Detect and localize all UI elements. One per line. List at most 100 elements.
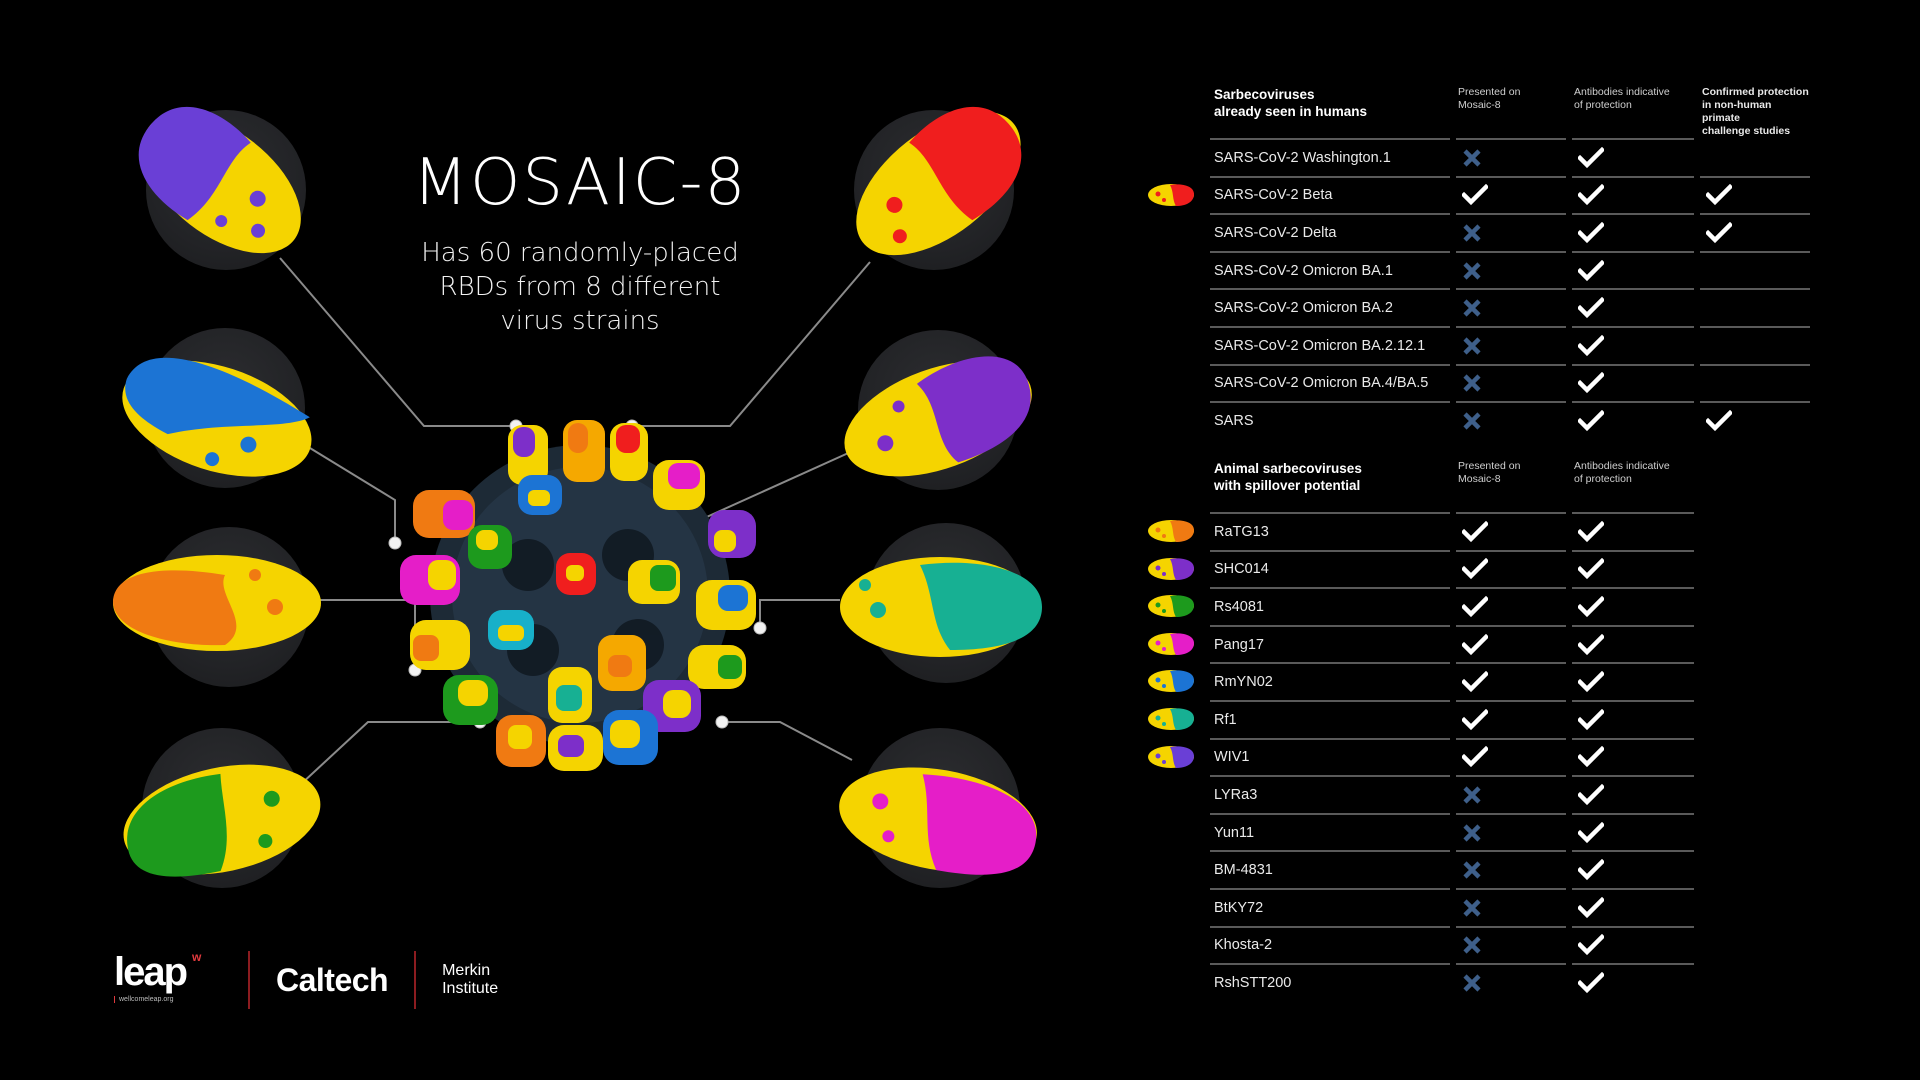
table-row: SARS-CoV-2 Washington.1: [1210, 138, 1810, 176]
virus-name: SHC014: [1210, 549, 1450, 588]
logo-divider: [414, 951, 417, 1009]
table-row: WIV1: [1148, 737, 1700, 776]
header-virus-group: Sarbecoviruses already seen in humans: [1210, 86, 1454, 120]
header-line: Sarbecoviruses: [1214, 87, 1315, 102]
antibodies-cell: [1572, 737, 1694, 776]
header-line: challenge studies: [1702, 125, 1791, 137]
protection-cell: [1700, 401, 1810, 439]
logo-divider: [248, 951, 250, 1009]
antibodies-cell: [1572, 775, 1694, 813]
header-antibodies: Antibodies indicative of protection: [1570, 460, 1698, 486]
antibodies-cell: [1572, 662, 1694, 700]
table-row: SARS-CoV-2 Omicron BA.4/BA.5: [1210, 363, 1810, 402]
rbd-thumbnail-icon: [1148, 707, 1194, 730]
header-presented: Presented on Mosaic-8: [1454, 460, 1570, 486]
caltech-logo: Caltech: [276, 961, 389, 998]
header-protection: Confirmed protection in non-human primat…: [1698, 86, 1810, 138]
x-icon: [1462, 148, 1482, 168]
protection-cell: [1700, 363, 1810, 402]
table-row: Rs4081: [1148, 587, 1700, 625]
antibodies-cell: [1572, 288, 1694, 326]
header-line: Mosaic-8: [1458, 99, 1501, 111]
antibodies-cell: [1572, 887, 1694, 926]
check-icon: [1706, 221, 1732, 244]
virus-name: BM-4831: [1210, 850, 1450, 888]
check-icon: [1578, 558, 1604, 580]
x-icon: [1462, 261, 1482, 281]
presented-cell: [1456, 812, 1566, 851]
table-row: Rf1: [1148, 699, 1700, 738]
antibodies-cell: [1572, 250, 1694, 289]
title-block: MOSAIC-8 Has 60 randomly-placed RBDs fro…: [400, 148, 760, 338]
virus-name: SARS-CoV-2 Omicron BA.2: [1210, 288, 1450, 326]
check-icon: [1578, 821, 1604, 844]
header-presented: Presented on Mosaic-8: [1454, 86, 1570, 112]
virus-name: SARS-CoV-2 Omicron BA.4/BA.5: [1210, 363, 1450, 402]
rbd-molecule-green: [110, 720, 330, 920]
table-row: Pang17: [1148, 624, 1700, 663]
x-icon: [1462, 298, 1482, 318]
presented-cell: [1456, 963, 1566, 1001]
merkin-institute-logo: Merkin Institute: [442, 962, 498, 998]
header-line: already seen in humans: [1214, 104, 1368, 119]
presented-cell: [1456, 512, 1566, 550]
virus-name: SARS-CoV-2 Beta: [1210, 175, 1450, 214]
merkin-line: Merkin: [442, 962, 491, 979]
check-icon: [1578, 708, 1604, 731]
antibodies-cell: [1572, 401, 1694, 439]
check-icon: [1462, 184, 1488, 206]
presented-cell: [1456, 325, 1566, 364]
check-icon: [1578, 334, 1604, 357]
virus-name: SARS: [1210, 401, 1450, 439]
presented-cell: [1456, 138, 1566, 176]
table-row: RshSTT200: [1210, 963, 1700, 1001]
presented-cell: [1456, 363, 1566, 402]
check-icon: [1706, 184, 1732, 206]
table-row: SARS-CoV-2 Omicron BA.2.12.1: [1210, 325, 1810, 364]
rbd-thumbnail-icon: [1148, 520, 1194, 542]
check-icon: [1578, 783, 1604, 806]
check-icon: [1578, 633, 1604, 656]
table-row: Yun11: [1210, 812, 1700, 851]
rbd-thumbnail-icon: [1148, 745, 1194, 768]
protection-cell: [1700, 288, 1810, 326]
presented-cell: [1456, 213, 1566, 251]
check-icon: [1462, 520, 1488, 543]
virus-name: Rs4081: [1210, 587, 1450, 625]
antibodies-cell: [1572, 512, 1694, 550]
check-icon: [1462, 671, 1488, 693]
virus-name: Rf1: [1210, 699, 1450, 738]
header-line: Confirmed protection: [1702, 86, 1809, 98]
presented-cell: [1456, 288, 1566, 326]
check-icon: [1578, 221, 1604, 244]
virus-name: SARS-CoV-2 Washington.1: [1210, 138, 1450, 176]
x-icon: [1462, 785, 1482, 805]
check-icon: [1578, 409, 1604, 432]
check-icon: [1578, 896, 1604, 919]
table-row: BtKY72: [1210, 887, 1700, 926]
check-icon: [1578, 372, 1604, 394]
antibodies-cell: [1572, 624, 1694, 663]
subtitle-line: Has 60 randomly-placed: [421, 238, 739, 268]
table-row: BM-4831: [1210, 850, 1700, 888]
presented-cell: [1456, 401, 1566, 439]
header-line: Antibodies indicative: [1574, 86, 1670, 98]
table-header: Sarbecoviruses already seen in humans Pr…: [1210, 86, 1810, 138]
rbd-molecule-violet: [830, 318, 1050, 518]
header-virus-group: Animal sarbecoviruses with spillover pot…: [1210, 460, 1454, 494]
check-icon: [1578, 934, 1604, 956]
table-animals: Animal sarbecoviruses with spillover pot…: [1148, 460, 1700, 1001]
check-icon: [1706, 409, 1732, 432]
table-row: SHC014: [1148, 549, 1700, 588]
presented-cell: [1456, 624, 1566, 663]
virus-name: Yun11: [1210, 812, 1450, 851]
header-line: Presented on: [1458, 86, 1521, 98]
subtitle-line: virus strains: [500, 306, 660, 336]
table-humans: Sarbecoviruses already seen in humans Pr…: [1148, 86, 1810, 439]
antibodies-cell: [1572, 850, 1694, 888]
subtitle: Has 60 randomly-placed RBDs from 8 diffe…: [400, 236, 760, 338]
virus-name: SARS-CoV-2 Delta: [1210, 213, 1450, 251]
virus-name: SARS-CoV-2 Omicron BA.1: [1210, 250, 1450, 289]
header-line: of protection: [1574, 473, 1632, 485]
